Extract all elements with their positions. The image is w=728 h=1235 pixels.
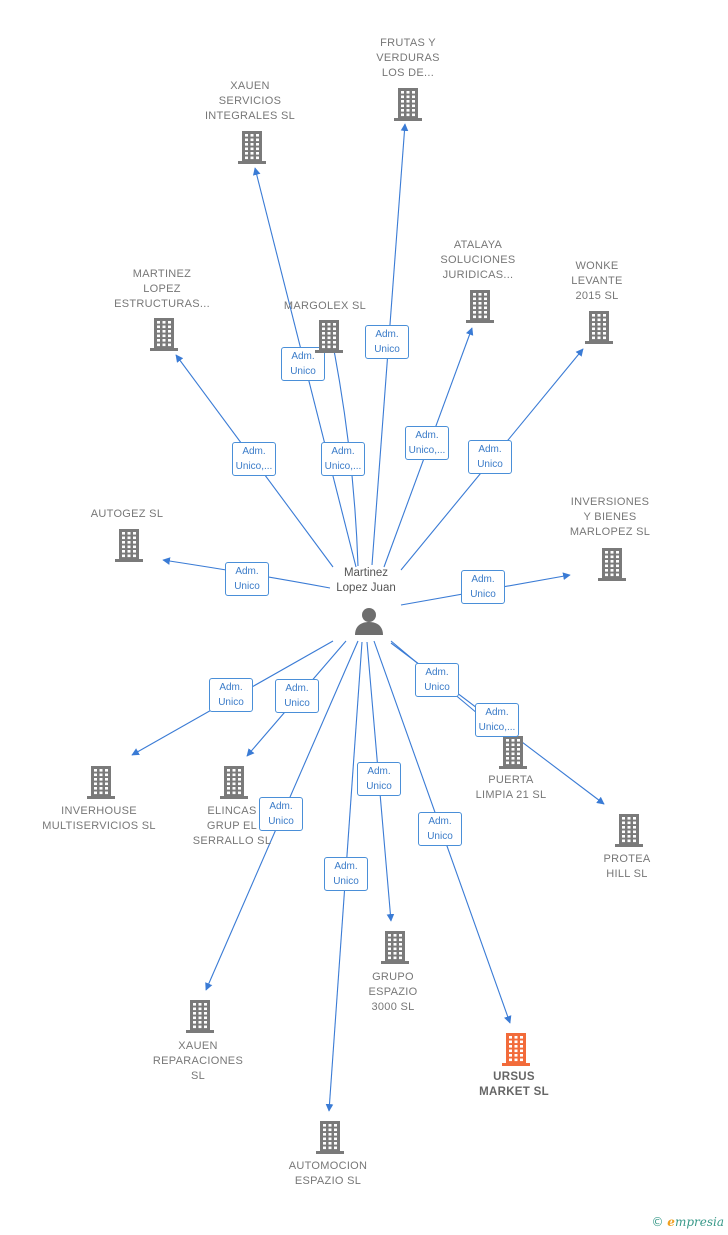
relation-badge-protea[interactable]: Adm. Unico,... [475,703,519,737]
relation-badge-atalaya[interactable]: Adm. Unico,... [405,426,449,460]
building-icon[interactable] [613,812,645,848]
building-icon[interactable] [583,309,615,345]
company-label-autogez[interactable]: AUTOGEZ SL [90,508,164,520]
building-icon[interactable] [148,316,180,352]
center-person-name: Martinez Lopez Juan [336,567,396,594]
building-icon[interactable] [379,929,411,965]
relation-badge-xauen_rep[interactable]: Adm. Unico [259,797,303,831]
relation-badge-grupo[interactable]: Adm. Unico [357,762,401,796]
empresia-logo[interactable]: © empresia [651,1215,724,1229]
building-icon[interactable] [313,318,345,354]
relation-badge-inversiones[interactable]: Adm. Unico [461,570,505,604]
company-label-xauen_serv[interactable]: XAUEN SERVICIOS INTEGRALES SL [204,80,296,122]
building-icon[interactable] [392,86,424,122]
person-icon[interactable] [354,606,384,636]
company-label-martinez_estr[interactable]: MARTINEZ LOPEZ ESTRUCTURAS... [114,268,210,310]
relation-badge-ursus[interactable]: Adm. Unico [418,812,462,846]
relation-badge-autogez[interactable]: Adm. Unico [225,562,269,596]
company-label-inversiones[interactable]: INVERSIONES Y BIENES MARLOPEZ SL [569,496,651,538]
company-label-elincas[interactable]: ELINCAS GRUP EL SERRALLO SL [192,805,272,847]
relation-badge-elincas[interactable]: Adm. Unico [275,679,319,713]
building-icon[interactable] [85,764,117,800]
company-label-grupo[interactable]: GRUPO ESPAZIO 3000 SL [368,971,418,1013]
building-icon[interactable] [464,288,496,324]
relation-badge-frutas[interactable]: Adm. Unico [365,325,409,359]
company-label-wonke[interactable]: WONKE LEVANTE 2015 SL [571,260,623,302]
brand-name: mpresia [674,1215,724,1229]
relation-badge-automocion[interactable]: Adm. Unico [324,857,368,891]
brand-initial: e [667,1215,675,1229]
company-label-margolex[interactable]: MARGOLEX SL [283,300,367,312]
copyright-symbol: © [651,1215,664,1229]
relation-badge-wonke[interactable]: Adm. Unico [468,440,512,474]
company-label-puerta[interactable]: PUERTA LIMPIA 21 SL [475,774,547,801]
building-icon[interactable] [596,546,628,582]
relation-badge-puerta[interactable]: Adm. Unico [415,663,459,697]
company-label-automocion[interactable]: AUTOMOCION ESPAZIO SL [288,1160,368,1187]
building-icon[interactable] [113,527,145,563]
building-icon[interactable] [497,734,529,770]
company-label-atalaya[interactable]: ATALAYA SOLUCIONES JURIDICAS... [440,239,516,281]
building-icon[interactable] [314,1119,346,1155]
building-icon[interactable] [500,1031,532,1067]
relation-badge-margolex[interactable]: Adm. Unico,... [321,442,365,476]
building-icon[interactable] [236,129,268,165]
company-label-ursus[interactable]: URSUS MARKET SL [479,1071,549,1098]
company-label-inverhouse[interactable]: INVERHOUSE MULTISERVICIOS SL [42,805,156,832]
company-label-protea[interactable]: PROTEA HILL SL [603,853,651,880]
building-icon[interactable] [218,764,250,800]
relation-badge-martinez_estr[interactable]: Adm. Unico,... [232,442,276,476]
company-label-xauen_rep[interactable]: XAUEN REPARACIONES SL [152,1040,244,1082]
relation-badge-inverhouse[interactable]: Adm. Unico [209,678,253,712]
company-label-frutas[interactable]: FRUTAS Y VERDURAS LOS DE... [376,37,440,79]
building-icon[interactable] [184,998,216,1034]
